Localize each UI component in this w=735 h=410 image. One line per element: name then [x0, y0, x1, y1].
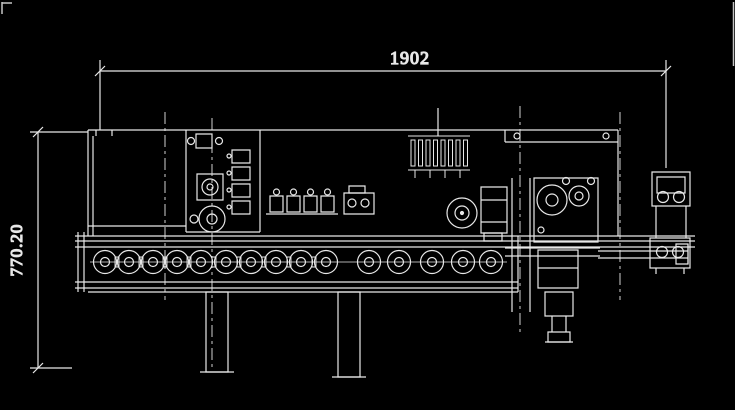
outfeed-fence [598, 244, 688, 264]
middle-tooling-group [266, 186, 374, 214]
left-height-dimension: 770.20 [6, 127, 88, 373]
pressure-roller [199, 206, 225, 232]
machine-legs [200, 292, 366, 377]
conveyor-rails [75, 232, 695, 292]
right-support-bracket [650, 172, 690, 274]
conveyor-rollers [94, 251, 503, 274]
roller-group-right [358, 251, 503, 274]
machine-frame [88, 130, 618, 236]
control-switch-bank [408, 136, 470, 178]
motor-unit [447, 187, 507, 241]
right-head-assembly [505, 178, 600, 343]
width-dimension-label: 1902 [390, 48, 430, 68]
centerlines [165, 106, 620, 370]
leg-right [338, 292, 360, 377]
feed-unit [186, 130, 260, 232]
roller-group-left [94, 251, 338, 274]
height-dimension-label: 770.20 [7, 224, 26, 277]
top-width-dimension: 1902 [95, 47, 671, 168]
scan-edge-artifacts [2, 2, 734, 66]
leg-left [206, 292, 228, 372]
